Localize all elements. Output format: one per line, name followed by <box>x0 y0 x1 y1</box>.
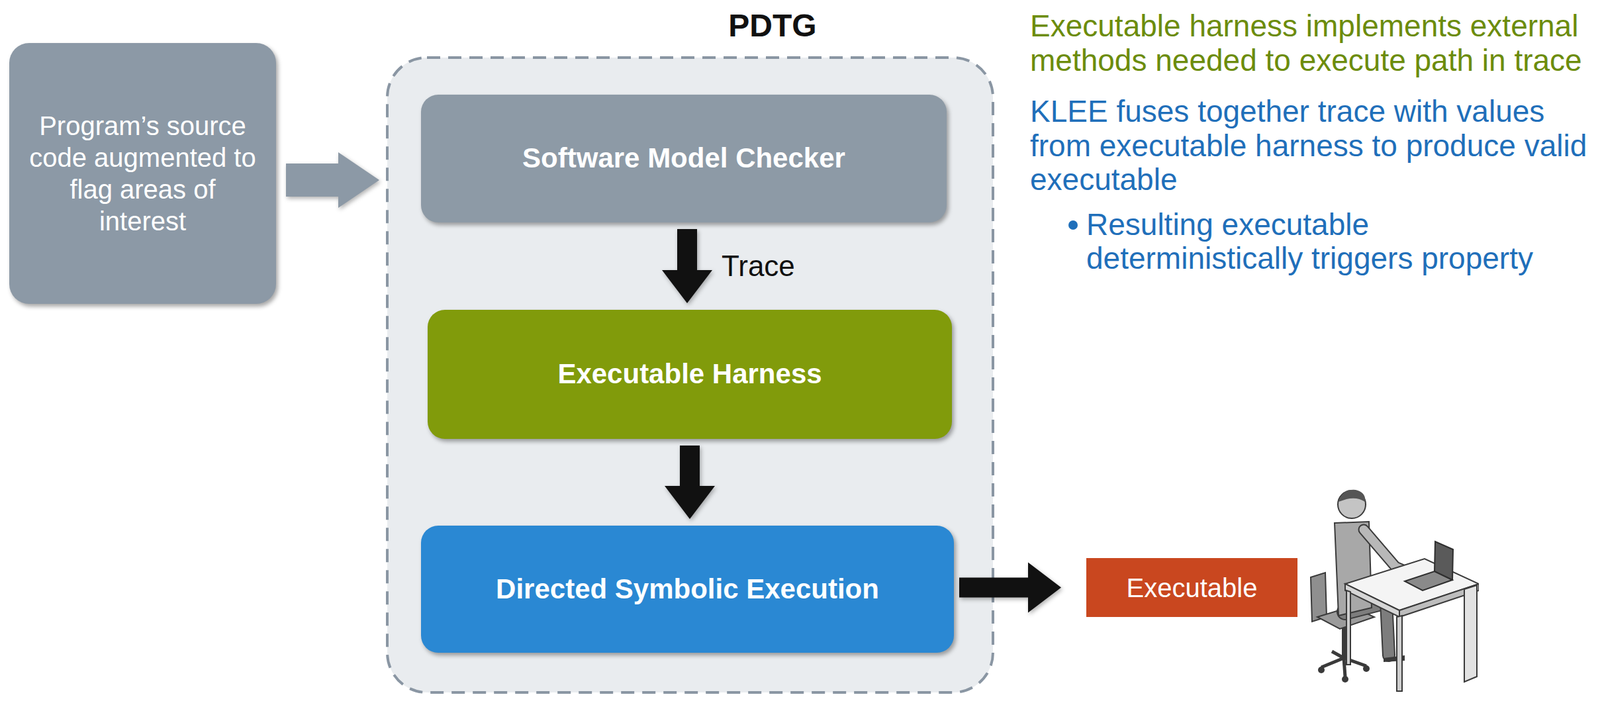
dashed-region-outline <box>387 57 993 693</box>
desk <box>1345 558 1479 692</box>
bullet-dot <box>1068 220 1078 230</box>
process-box: Software Model Checker <box>421 94 947 223</box>
person-at-desk-illustration <box>1305 484 1479 694</box>
desk-edge <box>1345 583 1400 617</box>
hair <box>1338 489 1365 502</box>
desk-leg <box>1396 615 1403 692</box>
laptop <box>1404 541 1454 591</box>
note-text: Executable harness implements external m… <box>1030 9 1590 78</box>
note-block: Executable harness implements external m… <box>1030 9 1590 78</box>
process-box: Executable Harness <box>427 309 952 439</box>
desk-panel <box>1464 585 1477 682</box>
process-box: Directed Symbolic Execution <box>421 525 954 653</box>
note-text: KLEE fuses together trace with values fr… <box>1030 94 1590 198</box>
box-label: Directed Symbolic Execution <box>495 572 880 606</box>
pdtg-region: PDTGSoftware Model CheckerExecutable Har… <box>385 56 995 694</box>
box-label: Software Model Checker <box>522 141 846 175</box>
edge-label: Trace <box>721 249 796 283</box>
flow-arrow <box>664 445 715 519</box>
chair-leg <box>1321 658 1344 668</box>
notes-column: Executable harness implements external m… <box>1030 9 1590 277</box>
bullet-text: Resulting executable deterministically t… <box>1086 207 1590 277</box>
bullet-item: Resulting executable deterministically t… <box>1030 207 1590 277</box>
desk-leg <box>1346 590 1351 665</box>
laptop-screen <box>1434 541 1454 580</box>
chair-wheel <box>1363 665 1370 672</box>
box-label: Executable Harness <box>557 357 822 391</box>
chair-leg <box>1343 658 1346 677</box>
note-block: KLEE fuses together trace with values fr… <box>1030 94 1590 198</box>
box-label: Program’s source code augmented to flag … <box>26 109 259 237</box>
box-label: Executable <box>1126 571 1258 604</box>
flow-arrow <box>661 229 713 304</box>
chair-leg <box>1331 651 1344 659</box>
output-arrow <box>959 562 1062 613</box>
input-arrow <box>285 152 380 208</box>
region-heading: PDTG <box>728 7 817 44</box>
chair-stem <box>1341 627 1346 659</box>
output-box: Executable <box>1086 558 1298 617</box>
chair-wheel <box>1341 675 1349 683</box>
input-box: Program’s source code augmented to flag … <box>9 43 277 304</box>
desk-top <box>1345 558 1479 611</box>
chair-wheel <box>1317 666 1325 674</box>
